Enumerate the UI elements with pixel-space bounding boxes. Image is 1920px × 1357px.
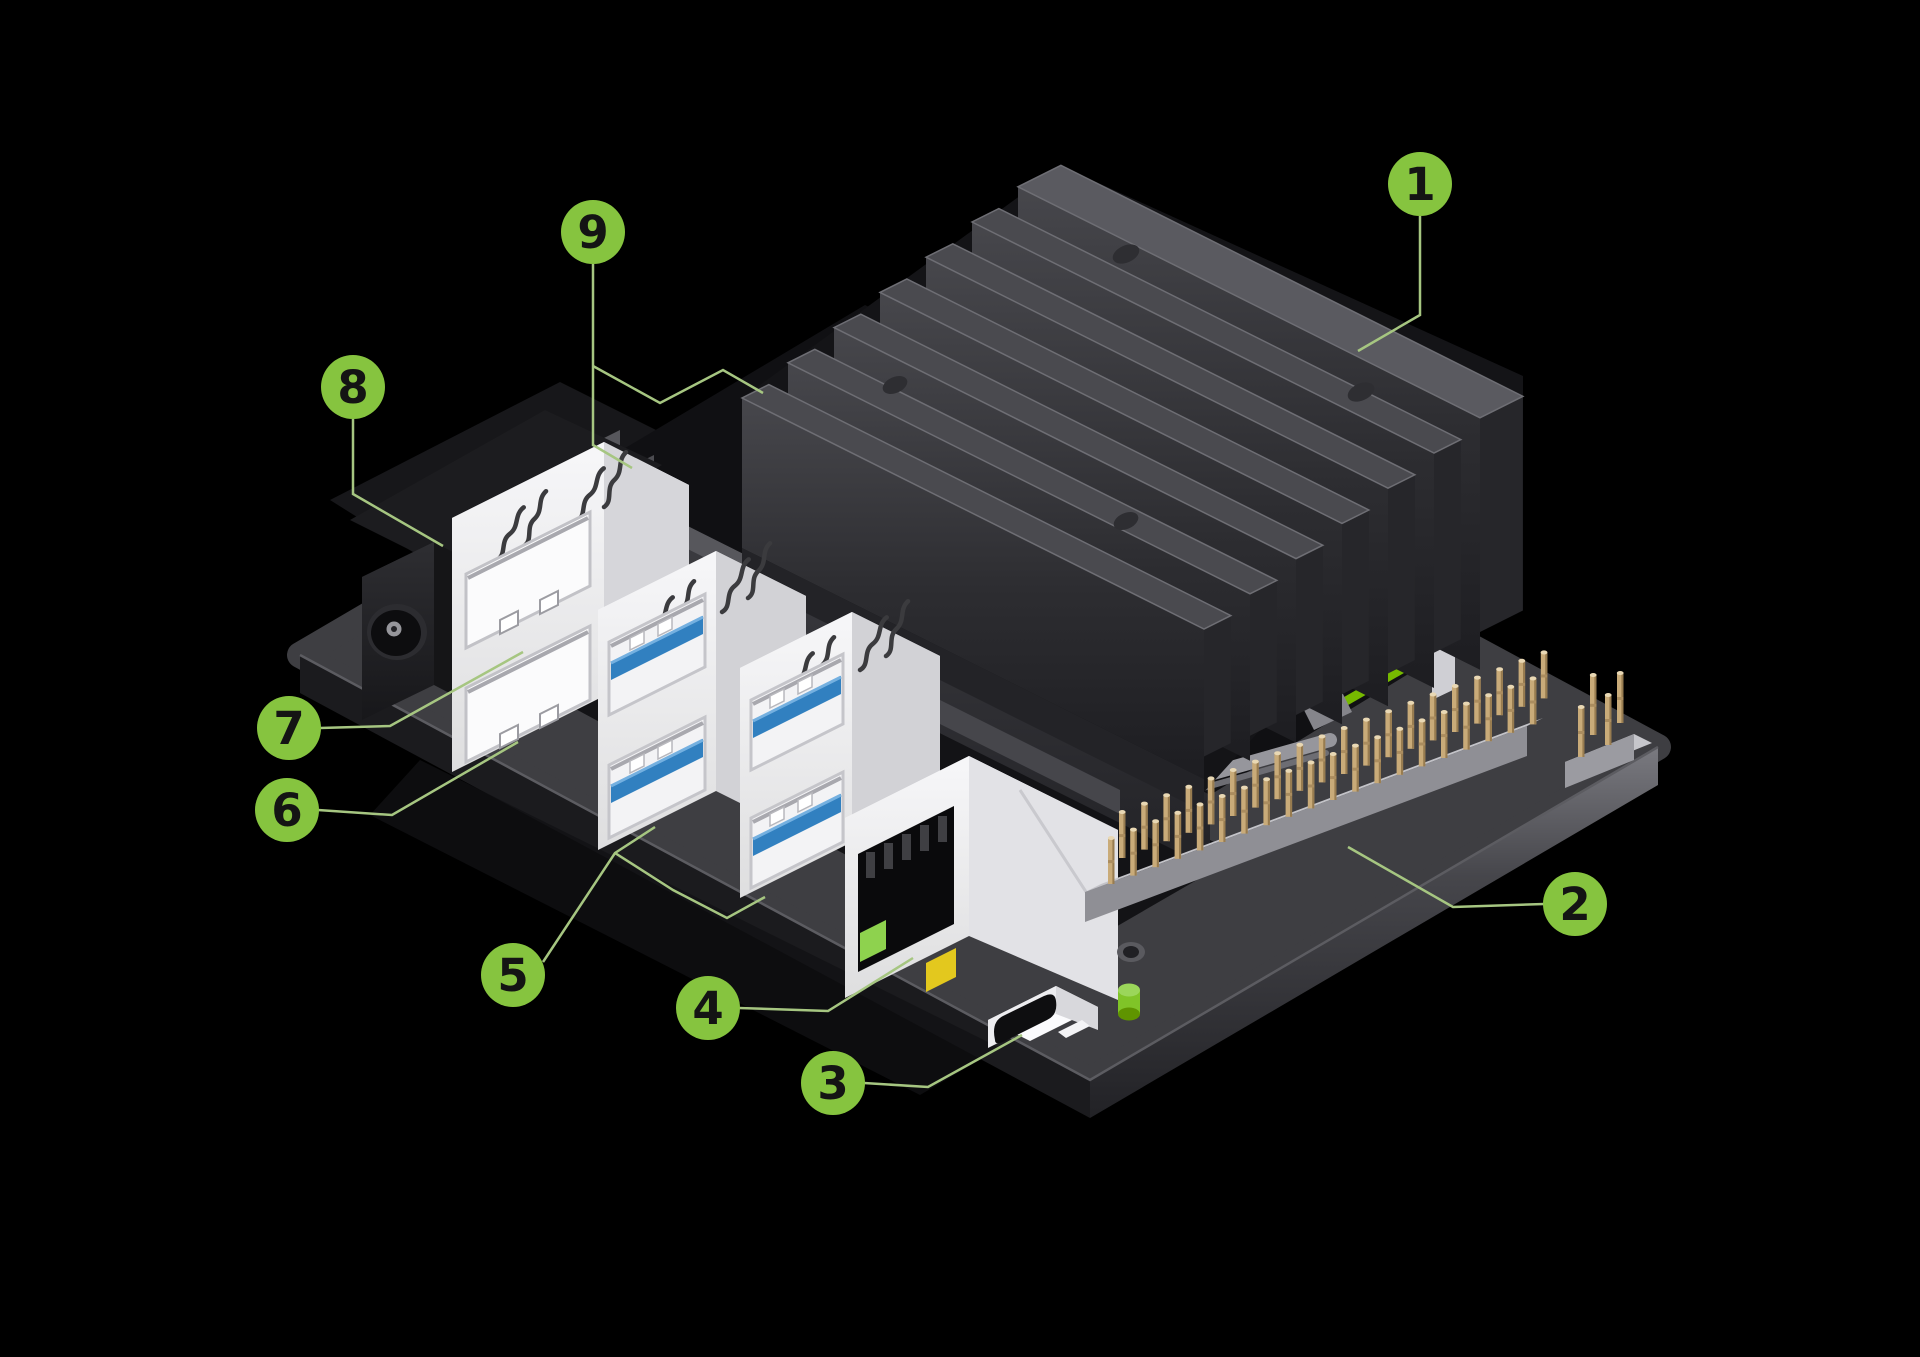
displayport-port [464,623,592,765]
leader-line [319,650,524,730]
callout-number: 4 [692,982,723,1035]
board-screw-hole [1117,942,1145,962]
gpio-pins [1107,650,1548,884]
callouts-layer: 1 2 3 4 5 6 7 8 9 [255,152,1607,1115]
ethernet-led-yellow [926,948,956,992]
callout-circle [801,1051,865,1115]
ethernet-led-green [860,920,886,962]
board-shadow-connector-strip [370,760,1000,1095]
callout-number: 3 [817,1057,848,1110]
board-front-edge-line [299,653,1659,1082]
aux-4pin-header [1565,671,1652,788]
usb3-port-lower [749,769,845,891]
callout-number: 9 [577,206,608,259]
leader-line [591,264,633,470]
callout-circle [481,943,545,1007]
usb3-blue-tongue [753,676,841,738]
leader-line-branch [592,364,764,405]
callout-circle [676,976,740,1040]
leader-line [351,419,444,548]
micro-usb-opening [994,994,1057,1044]
usb3-port-upper [607,591,707,718]
callout-circle [321,355,385,419]
rj45-opening [858,806,956,992]
callout-circle [255,778,319,842]
callout-2: 2 [1347,845,1607,936]
micro-usb-port [988,986,1098,1048]
callout-number: 6 [271,784,302,837]
leader-line [1347,845,1545,909]
heatsink [740,164,1525,812]
callout-circle [257,696,321,760]
power-led [1118,983,1140,1021]
aux-header-pins [1577,671,1624,757]
callout-circle [1388,152,1452,216]
gpio-base-front [1085,726,1527,922]
usb3-port-upper [749,651,845,773]
gpio-40pin-header [1085,650,1548,922]
ethernet-side-chamfer [1018,789,1092,899]
board-side-right [1090,747,1658,1118]
callout-circle [561,200,625,264]
usb3-blue-tongue [611,739,703,803]
callout-7: 7 [257,650,524,760]
leader-line [1357,216,1422,353]
usb3-blue-tongue [611,616,703,680]
leader-line [738,956,914,1013]
callout-8: 8 [321,355,444,548]
rj45-contact-teeth [866,816,947,878]
usb3-blue-tongue [753,794,841,856]
callout-number: 8 [337,361,368,414]
aux-base-front [1565,734,1634,788]
callout-number: 2 [1559,878,1590,931]
callout-6: 6 [255,740,519,842]
heatsink-fins [740,164,1525,779]
hdmi-port [464,509,592,651]
heatsink-screw-holes [882,244,1375,531]
callout-5: 5 [481,825,766,1007]
leader-line [863,1033,1023,1089]
callout-1: 1 [1357,152,1452,353]
leader-line [317,740,519,817]
callout-number: 5 [497,949,528,1002]
callout-3: 3 [801,1033,1023,1115]
callout-number: 1 [1404,158,1435,211]
ethernet-port [845,756,1118,1000]
callout-4: 4 [676,956,914,1040]
micro-usb-ear [1058,1020,1090,1038]
jack-port-opening [367,604,427,660]
heatsink-base-front [742,548,1204,812]
ethernet-side-face [969,756,1118,1000]
micro-usb-side-tabs [1056,986,1098,1030]
usb3-port-lower [607,714,707,841]
callout-9: 9 [561,200,764,470]
callout-number: 7 [273,702,304,755]
leader-line-branch [614,851,766,920]
callout-circle [1543,872,1607,936]
